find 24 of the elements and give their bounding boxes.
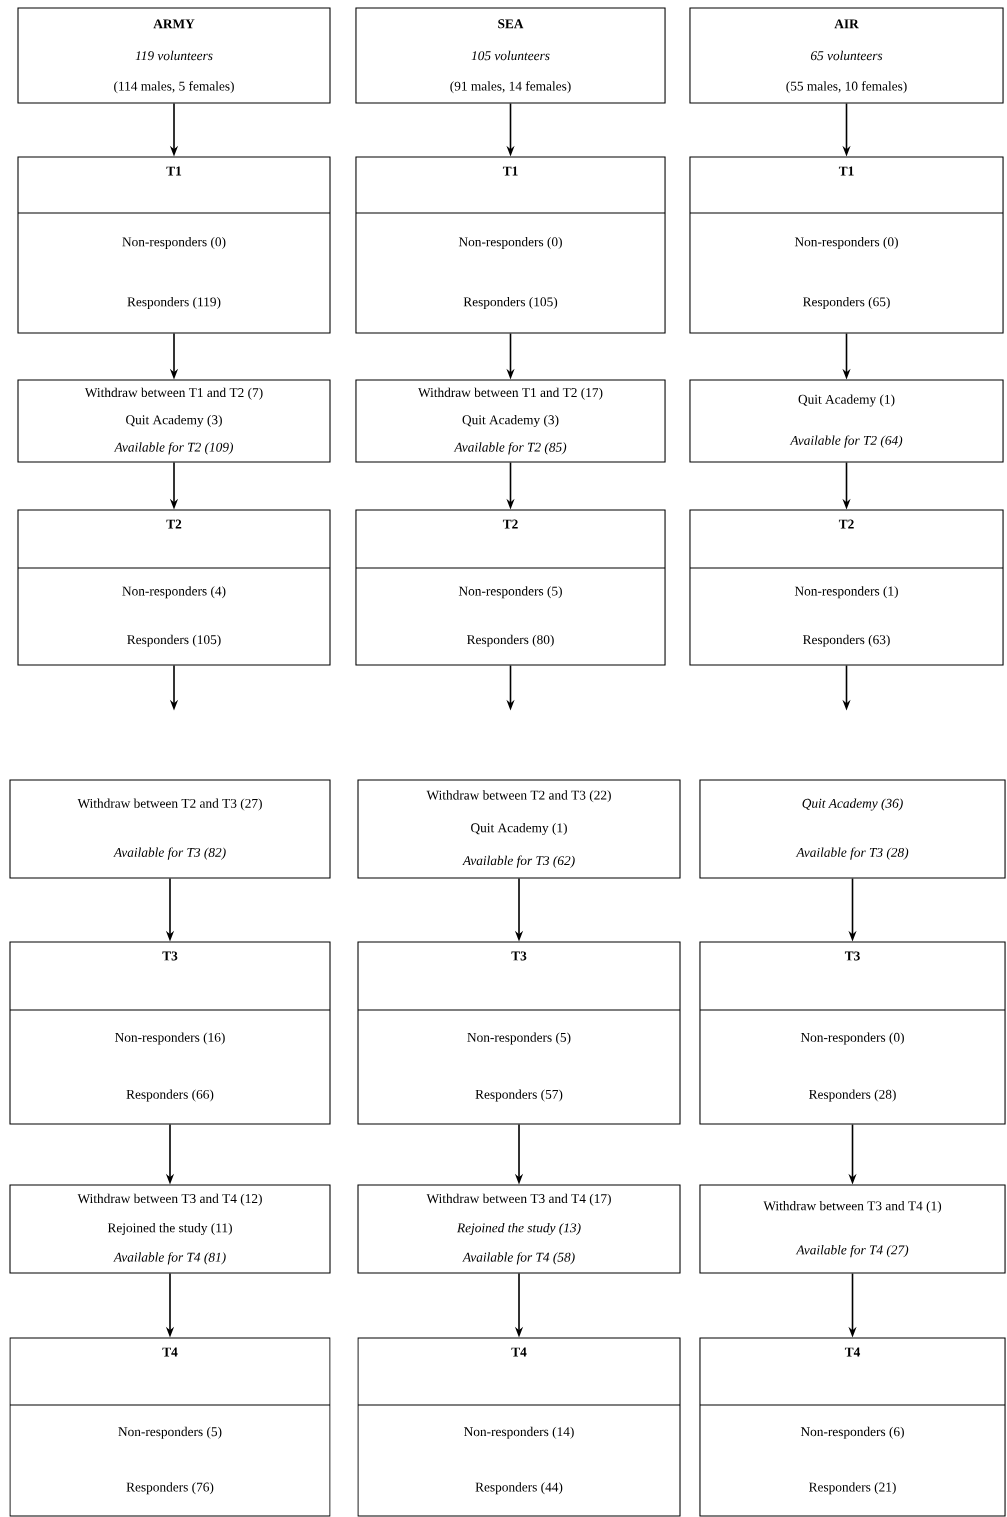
timepoint-box: T4 Non-responders (14) Responders (44) — [357, 1337, 681, 1517]
group-box: SEA 105 volunteers (91 males, 14 females) — [355, 7, 666, 104]
timepoint-box: T1 Non-responders (0) Responders (65) — [689, 156, 1004, 334]
timepoint-box: T3 Non-responders (16) Responders (66) — [9, 941, 331, 1125]
attrition-box: Withdraw between T3 and T4 (17) Rejoined the study (13) Available for T4 (58) — [357, 1184, 681, 1274]
timepoint-box: T2 Non-responders (5) Responders (80) — [355, 509, 666, 666]
attrition-box: Withdraw between T1 and T2 (7) Quit Academy (3) Available for T2 (109) — [17, 379, 331, 463]
attrition-box: Withdraw between T3 and T4 (1) Available for T4 (27) — [699, 1184, 1006, 1274]
attrition-box: Quit Academy (36) Available for T3 (28) — [699, 779, 1006, 879]
group-box: AIR 65 volunteers (55 males, 10 females) — [689, 7, 1004, 104]
timepoint-box: T4 Non-responders (5) Responders (76) — [9, 1337, 331, 1517]
attrition-box: Withdraw between T3 and T4 (12) Rejoined the study (11) Available for T4 (81) — [9, 1184, 331, 1274]
timepoint-box: T1 Non-responders (0) Responders (119) — [17, 156, 331, 334]
timepoint-box: T3 Non-responders (5) Responders (57) — [357, 941, 681, 1125]
attrition-box: Withdraw between T2 and T3 (27) Available for T3 (82) — [9, 779, 331, 879]
timepoint-box: T4 Non-responders (6) Responders (21) — [699, 1337, 1006, 1517]
timepoint-box: T3 Non-responders (0) Responders (28) — [699, 941, 1006, 1125]
attrition-box: Withdraw between T1 and T2 (17) Quit Academy (3) Available for T2 (85) — [355, 379, 666, 463]
group-box: ARMY 119 volunteers (114 males, 5 females) — [17, 7, 331, 104]
timepoint-box: T2 Non-responders (1) Responders (63) — [689, 509, 1004, 666]
timepoint-box: T1 Non-responders (0) Responders (105) — [355, 156, 666, 334]
timepoint-box: T2 Non-responders (4) Responders (105) — [17, 509, 331, 666]
attrition-box: Quit Academy (1) Available for T2 (64) — [689, 379, 1004, 463]
attrition-box: Withdraw between T2 and T3 (22) Quit Academy (1) Available for T3 (62) — [357, 779, 681, 879]
